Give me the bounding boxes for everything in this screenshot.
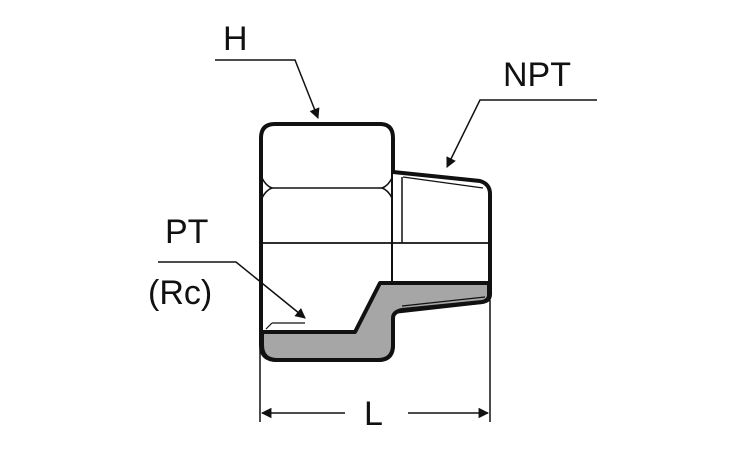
leader-pt [158,261,306,319]
leader-h [215,59,320,119]
label-rc: (Rc) [148,274,213,312]
leader-npt [446,99,597,168]
label-npt: NPT [503,56,571,94]
label-h: H [223,20,248,58]
label-pt: PT [165,213,209,251]
label-length: L [364,395,383,433]
